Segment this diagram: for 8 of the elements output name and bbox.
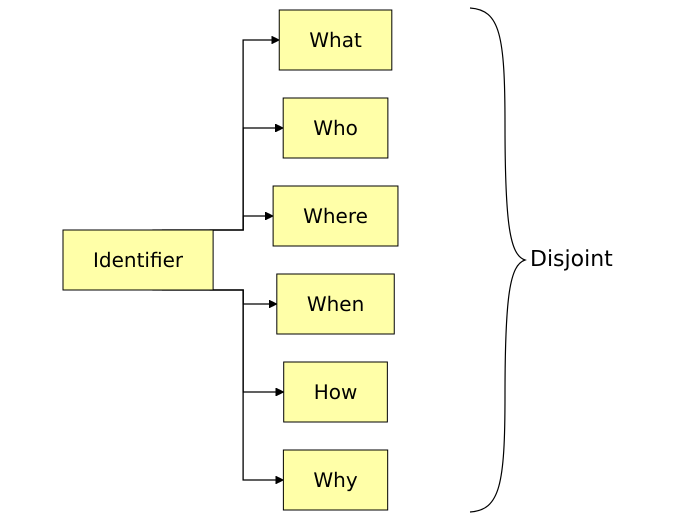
annotation-text: Disjoint bbox=[530, 247, 613, 272]
node-box: How bbox=[282, 361, 388, 422]
node-box: Who bbox=[282, 97, 388, 158]
node-box: Where bbox=[272, 185, 398, 246]
node-box: When bbox=[276, 273, 394, 334]
node-box: Why bbox=[282, 449, 388, 510]
node-box: What bbox=[278, 9, 392, 70]
node-box: Identifier bbox=[62, 229, 214, 290]
